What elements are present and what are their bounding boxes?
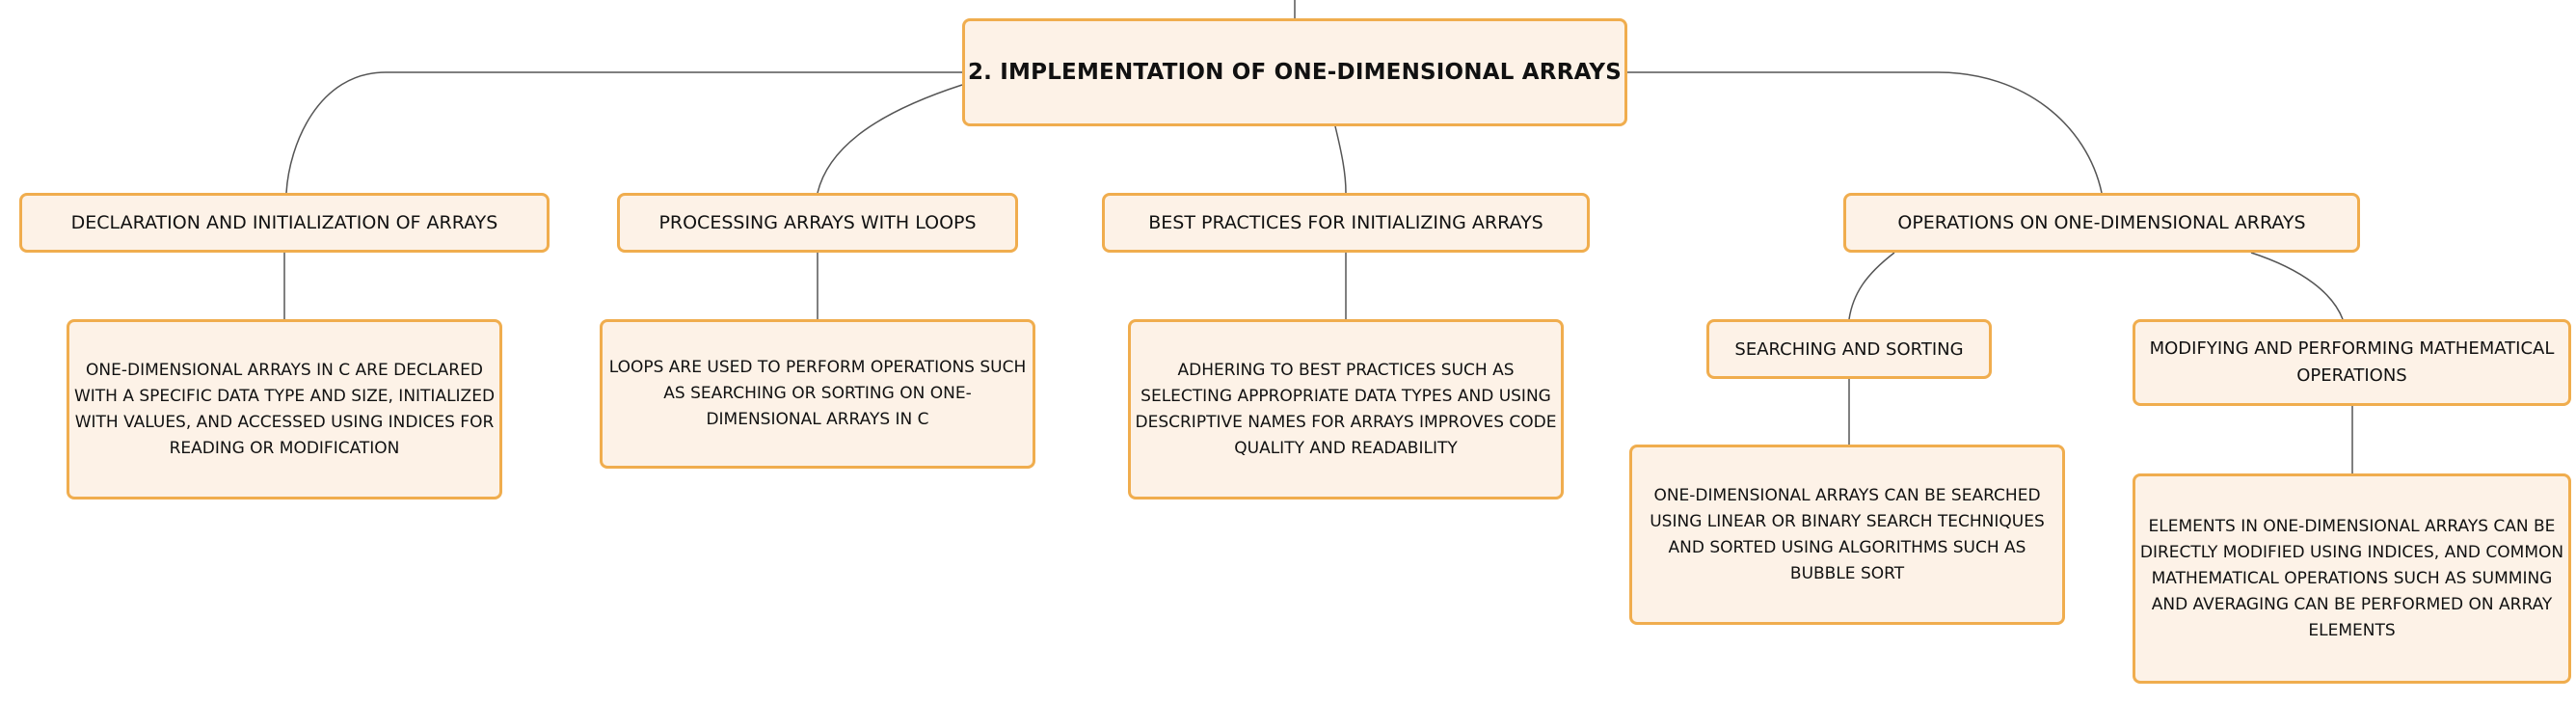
detail-text: ONE-DIMENSIONAL ARRAYS CAN BE SEARCHED U… bbox=[1650, 485, 2045, 583]
topic-label: OPERATIONS ON ONE-DIMENSIONAL ARRAYS bbox=[1897, 212, 2306, 233]
detail-text: LOOPS ARE USED TO PERFORM OPERATIONS SUC… bbox=[608, 358, 1027, 429]
topic-operations[interactable]: OPERATIONS ON ONE-DIMENSIONAL ARRAYS bbox=[1843, 193, 2360, 253]
connector-root-to-declaration bbox=[285, 71, 962, 194]
connector-root-to-loops bbox=[817, 84, 963, 194]
topic-processing-with-loops[interactable]: PROCESSING ARRAYS WITH LOOPS bbox=[617, 193, 1018, 253]
detail-text: ADHERING TO BEST PRACTICES SUCH AS SELEC… bbox=[1135, 360, 1557, 458]
detail-declaration-and-initialization[interactable]: ONE-DIMENSIONAL ARRAYS IN C ARE DECLARED… bbox=[67, 319, 502, 500]
subtopic-modifying-and-math[interactable]: MODIFYING AND PERFORMING MATHEMATICAL OP… bbox=[2133, 319, 2571, 406]
topic-label: BEST PRACTICES FOR INITIALIZING ARRAYS bbox=[1148, 212, 1543, 233]
connector-root-to-best-practices bbox=[1334, 125, 1347, 194]
topic-label: PROCESSING ARRAYS WITH LOOPS bbox=[658, 212, 977, 233]
topic-declaration-and-initialization[interactable]: DECLARATION AND INITIALIZATION OF ARRAYS bbox=[19, 193, 550, 253]
root-topic-label: 2. IMPLEMENTATION OF ONE-DIMENSIONAL ARR… bbox=[967, 60, 1623, 85]
root-topic[interactable]: 2. IMPLEMENTATION OF ONE-DIMENSIONAL ARR… bbox=[962, 18, 1627, 126]
subtopic-label: SEARCHING AND SORTING bbox=[1734, 338, 1964, 360]
topic-label: DECLARATION AND INITIALIZATION OF ARRAYS bbox=[70, 212, 498, 233]
connector-operations-to-modifying bbox=[2250, 252, 2344, 320]
detail-text: ELEMENTS IN ONE-DIMENSIONAL ARRAYS CAN B… bbox=[2139, 516, 2564, 640]
topic-best-practices[interactable]: BEST PRACTICES FOR INITIALIZING ARRAYS bbox=[1102, 193, 1590, 253]
subtopic-label: MODIFYING AND PERFORMING MATHEMATICAL OP… bbox=[2149, 338, 2555, 386]
detail-searching-and-sorting[interactable]: ONE-DIMENSIONAL ARRAYS CAN BE SEARCHED U… bbox=[1629, 445, 2065, 625]
detail-best-practices[interactable]: ADHERING TO BEST PRACTICES SUCH AS SELEC… bbox=[1128, 319, 1564, 500]
subtopic-searching-and-sorting[interactable]: SEARCHING AND SORTING bbox=[1706, 319, 1992, 379]
connector-operations-to-searching bbox=[1848, 252, 1895, 320]
detail-processing-with-loops[interactable]: LOOPS ARE USED TO PERFORM OPERATIONS SUC… bbox=[600, 319, 1035, 469]
detail-text: ONE-DIMENSIONAL ARRAYS IN C ARE DECLARED… bbox=[73, 360, 496, 458]
detail-modifying-and-math[interactable]: ELEMENTS IN ONE-DIMENSIONAL ARRAYS CAN B… bbox=[2133, 473, 2571, 684]
connector-root-to-operations bbox=[1627, 71, 2103, 194]
